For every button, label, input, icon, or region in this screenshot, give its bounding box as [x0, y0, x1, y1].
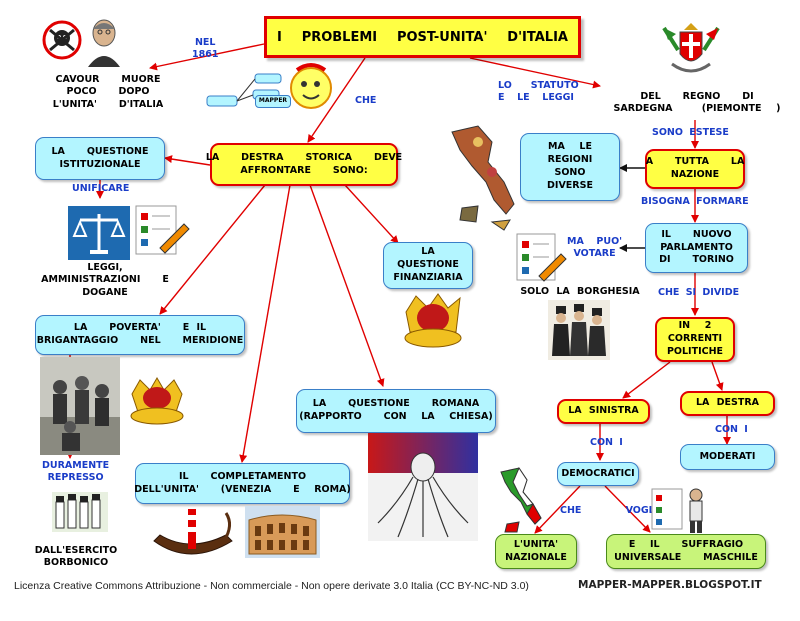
link-unificare: UNIFICARE: [72, 183, 130, 194]
node-suffragio-universale: E IL SUFFRAGIO UNIVERSALE MASCHILE: [606, 534, 766, 569]
money-bag-crown-icon: [400, 292, 466, 355]
link-che-si-divide: CHE SI DIVIDE: [658, 287, 740, 298]
node-unita-nazionale: L'UNITA' NAZIONALE: [495, 534, 577, 569]
link-bisogna-formare: BISOGNA FORMARE: [641, 196, 749, 207]
node-questione-finanziaria: LA QUESTIONE FINANZIARIA: [383, 242, 473, 289]
site-link[interactable]: MAPPER-MAPPER.BLOGSPOT.IT: [578, 579, 762, 591]
crown-cushion-icon: [126, 376, 188, 431]
node-due-correnti: IN 2 CORRENTI POLITICHE: [655, 317, 735, 362]
istituzionale-result: LEGGI, AMMINISTRAZIONI E DOGANE: [41, 262, 169, 298]
link-che: CHE: [355, 95, 377, 106]
node-nuovo-parlamento: IL NUOVO PARLAMENTO DI TORINO: [645, 223, 748, 273]
arrow-correnti-sinistra: [622, 361, 671, 399]
arrow-center-istituzionale: [164, 155, 211, 166]
ballot-checklist-icon: [515, 232, 567, 289]
node-completamento-unita: IL COMPLETAMENTO DELL'UNITA' (VENEZIA E …: [134, 463, 351, 504]
savoy-coat-of-arms-icon: [658, 20, 724, 87]
link-sono-estese: SONO ESTESE: [652, 127, 729, 138]
mapper-mascot-icon: [205, 62, 345, 127]
title-word-3: POST-UNITA': [396, 29, 488, 45]
node-la-sinistra: LA SINISTRA: [557, 399, 650, 424]
arrow-center-finanziaria: [344, 184, 399, 244]
node-tutta-la-nazione: A TUTTA LA NAZIONE: [645, 149, 745, 189]
soldiers-icon: [52, 492, 108, 537]
node-questione-istituzionale: LA QUESTIONE ISTITUZIONALE: [35, 137, 165, 180]
node-la-destra: LA DESTRA: [680, 391, 775, 416]
checklist-pencil-icon: [134, 204, 190, 261]
arrow-democratici-suffragio: [604, 485, 651, 533]
cavour-text: CAVOUR MUORE POCO DOPO L'UNITA' D'ITALIA: [52, 74, 164, 110]
title-word-4: D'ITALIA: [507, 29, 568, 45]
arrow-center-romana: [309, 184, 385, 387]
arrow-center-poverta: [159, 184, 266, 315]
arrow-correnti-destra: [711, 361, 724, 391]
gondola-icon: [150, 505, 236, 574]
map-title: I PROBLEMI POST-UNITA' D'ITALIA: [264, 16, 581, 58]
node-regioni-diverse: MA LE REGIONI SONO DIVERSE: [520, 133, 620, 201]
node-moderati: MODERATI: [680, 444, 775, 470]
arrow-title-statuto: [469, 57, 601, 89]
arrow-democratici-unita: [534, 485, 581, 534]
italy-map-collage: [448, 122, 520, 237]
brigands-photo: [40, 357, 120, 460]
skull-flag-icon: [42, 20, 82, 65]
title-word-2: PROBLEMI: [301, 29, 378, 45]
link-con-i-sinistra: CON I: [590, 437, 623, 448]
papal-octopus-illustration: [368, 433, 478, 546]
bourgeois-gentlemen-illustration: [548, 300, 610, 365]
node-democratici: DEMOCRATICI: [557, 462, 639, 486]
scales-of-justice-icon: [68, 206, 130, 265]
arrow-center-completamento: [239, 184, 291, 463]
statuto-text: DEL REGNO DI SARDEGNA (PIEMONTE ): [613, 91, 781, 115]
title-word-1: I: [277, 29, 282, 45]
link-duramente-represso: DURAMENTE REPRESSO: [42, 460, 110, 483]
link-ma-puo-votare: MA PUO' VOTARE: [567, 236, 623, 259]
link-con-i-destra: CON I: [715, 424, 748, 435]
italy-tricolor-map-icon: [497, 466, 549, 541]
license-text: Licenza Creative Commons Attribuzione - …: [14, 580, 529, 592]
node-destra-storica: LA DESTRA STORICA DEVE AFFRONTARE SONO:: [206, 143, 402, 186]
arrow-title-cavour: [149, 43, 265, 71]
poverta-result: DALL'ESERCITO BORBONICO: [34, 545, 118, 569]
vote-text-borghesia: SOLO LA BORGHESIA: [520, 286, 640, 297]
link-statuto: LO STATUTO E LE LEGGI: [498, 80, 579, 103]
node-poverta-brigantaggio: LA POVERTA' E IL BRIGANTAGGIO NEL MERIDI…: [35, 315, 245, 355]
link-nel-1861: NEL 1861: [192, 37, 219, 60]
arrow-title-center: [307, 57, 366, 143]
cavour-portrait: [84, 15, 124, 72]
node-questione-romana: LA QUESTIONE ROMANA (RAPPORTO CON LA CHI…: [296, 389, 496, 433]
voter-checklist-icon: [650, 485, 712, 540]
colosseum-icon: [245, 506, 320, 563]
mapper-label-box: MAPPER: [255, 95, 291, 108]
